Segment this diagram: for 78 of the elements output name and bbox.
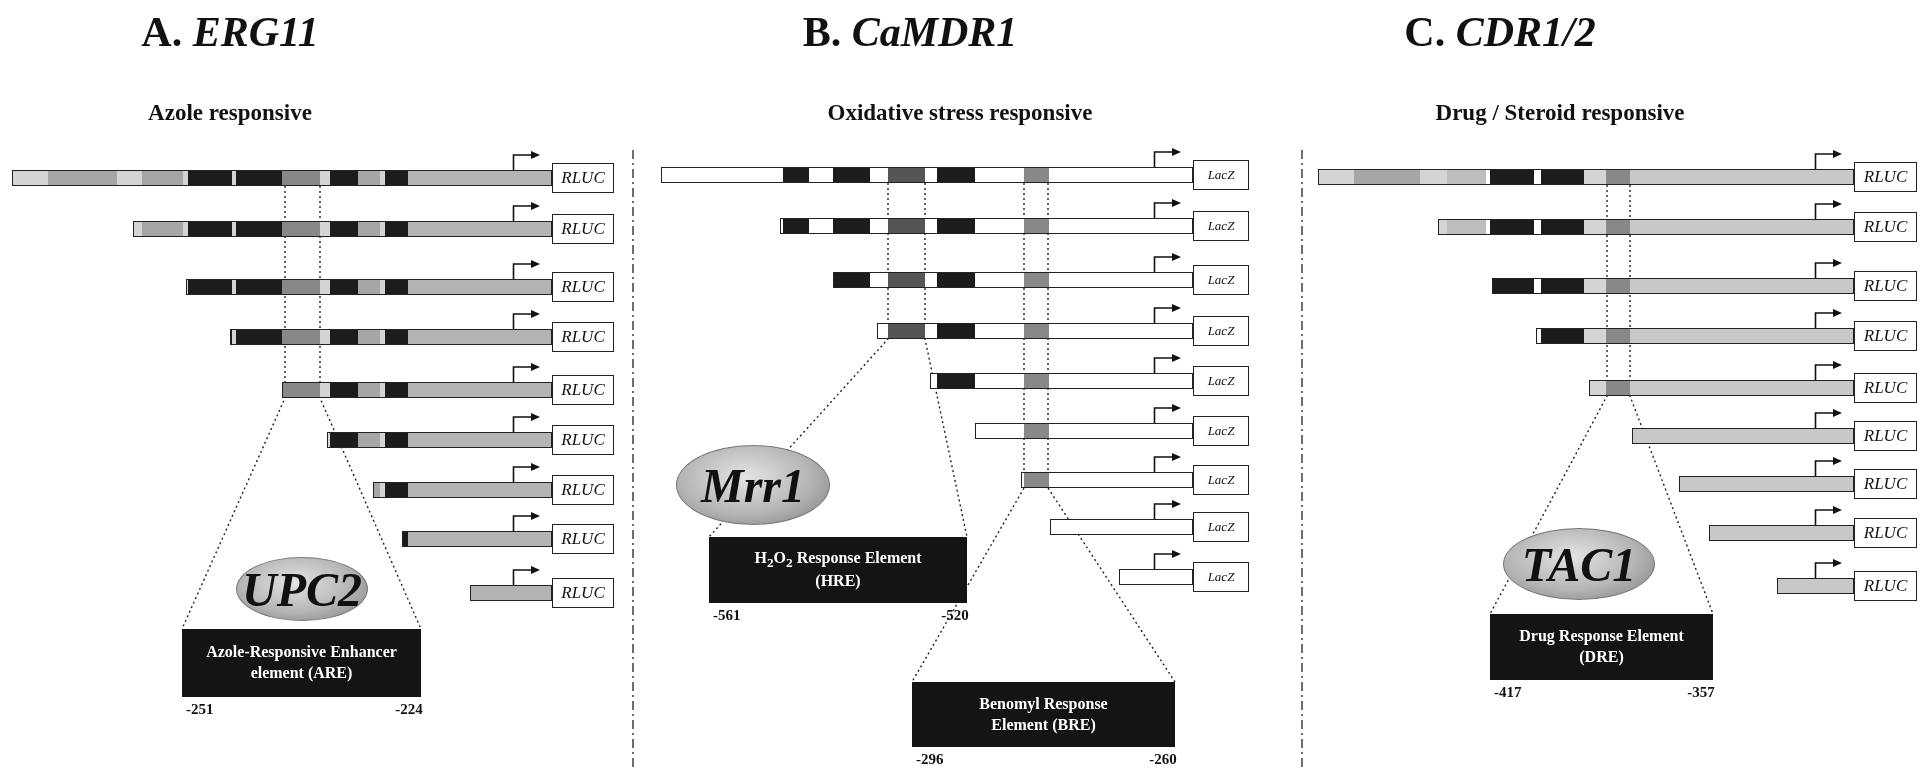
position-number: -296 (916, 751, 944, 768)
reporter-gene-box: LacZ (1193, 316, 1249, 346)
reporter-gene-box: RLUC (552, 214, 614, 244)
position-number: -520 (941, 607, 969, 624)
protein-oval: TAC1 (1503, 528, 1655, 600)
promoter-bar (975, 423, 1193, 439)
response-element-box: H$_{2}$O$_{2}$ Response Element (HRE) (709, 537, 967, 603)
reporter-gene-box: LacZ (1193, 416, 1249, 446)
response-element-box: Benomyl Response Element (BRE) (912, 682, 1175, 747)
panel-title: C. CDR1/2 (1404, 8, 1596, 56)
promoter-bar (1679, 476, 1854, 492)
position-number: -224 (395, 701, 423, 718)
panel-title: A. ERG11 (141, 8, 319, 56)
reporter-gene-box: RLUC (1854, 212, 1917, 242)
promoter-bar (1438, 219, 1854, 235)
reporter-gene-box: RLUC (552, 475, 614, 505)
position-number: -251 (186, 701, 214, 718)
reporter-gene-box: RLUC (1854, 373, 1917, 403)
reporter-gene-box: LacZ (1193, 366, 1249, 396)
promoter-bar (133, 221, 552, 237)
reporter-gene-box: RLUC (552, 272, 614, 302)
protein-oval: Mrr1 (676, 445, 830, 525)
response-element-box: Azole-Responsive Enhancer element (ARE) (182, 629, 421, 697)
reporter-gene-box: LacZ (1193, 211, 1249, 241)
promoter-bar (470, 585, 552, 601)
reporter-gene-box: RLUC (552, 524, 614, 554)
reporter-gene-box: RLUC (1854, 571, 1917, 601)
promoter-bar (877, 323, 1193, 339)
reporter-gene-box: RLUC (1854, 321, 1917, 351)
promoter-bar (1021, 472, 1193, 488)
promoter-bar (230, 329, 552, 345)
reporter-gene-box: RLUC (1854, 469, 1917, 499)
panel-subtitle: Oxidative stress responsive (827, 100, 1093, 126)
reporter-gene-box: RLUC (552, 425, 614, 455)
reporter-gene-box: LacZ (1193, 465, 1249, 495)
promoter-bar (833, 272, 1193, 288)
promoter-bar (373, 482, 552, 498)
promoter-bar (930, 373, 1193, 389)
reporter-gene-box: RLUC (1854, 271, 1917, 301)
promoter-bar (12, 170, 552, 186)
promoter-bar (661, 167, 1193, 183)
panel-subtitle: Drug / Steroid responsive (1435, 100, 1685, 126)
promoter-bar (1318, 169, 1854, 185)
position-number: -417 (1494, 684, 1522, 701)
reporter-gene-box: RLUC (552, 375, 614, 405)
position-number: -561 (713, 607, 741, 624)
promoter-bar (1632, 428, 1854, 444)
position-number: -260 (1149, 751, 1177, 768)
reporter-gene-box: LacZ (1193, 265, 1249, 295)
promoter-bar (327, 432, 552, 448)
promoter-bar (1536, 328, 1854, 344)
promoter-bar (1492, 278, 1854, 294)
reporter-gene-box: RLUC (1854, 518, 1917, 548)
promoter-bar (1589, 380, 1854, 396)
panel-subtitle: Azole responsive (148, 100, 312, 126)
reporter-gene-box: RLUC (1854, 421, 1917, 451)
reporter-gene-box: LacZ (1193, 512, 1249, 542)
reporter-gene-box: RLUC (1854, 162, 1917, 192)
zoom-leader-line (181, 185, 422, 630)
promoter-bar (282, 382, 552, 398)
position-number: -357 (1687, 684, 1715, 701)
promoter-bar (780, 218, 1193, 234)
promoter-bar (1119, 569, 1193, 585)
reporter-gene-box: LacZ (1193, 160, 1249, 190)
zoom-leader-line (911, 182, 1176, 683)
zoom-leader-line (1489, 184, 1714, 615)
promoter-bar (186, 279, 552, 295)
promoter-bar (1050, 519, 1193, 535)
promoter-bar (1777, 578, 1854, 594)
reporter-gene-box: LacZ (1193, 562, 1249, 592)
protein-oval: UPC2 (236, 557, 368, 621)
reporter-gene-box: RLUC (552, 322, 614, 352)
reporter-gene-box: RLUC (552, 578, 614, 608)
reporter-gene-box: RLUC (552, 163, 614, 193)
response-element-box: Drug Response Element (DRE) (1490, 614, 1713, 680)
panel-title: B. CaMDR1 (802, 8, 1018, 56)
promoter-bar (1709, 525, 1854, 541)
promoter-bar (402, 531, 552, 547)
